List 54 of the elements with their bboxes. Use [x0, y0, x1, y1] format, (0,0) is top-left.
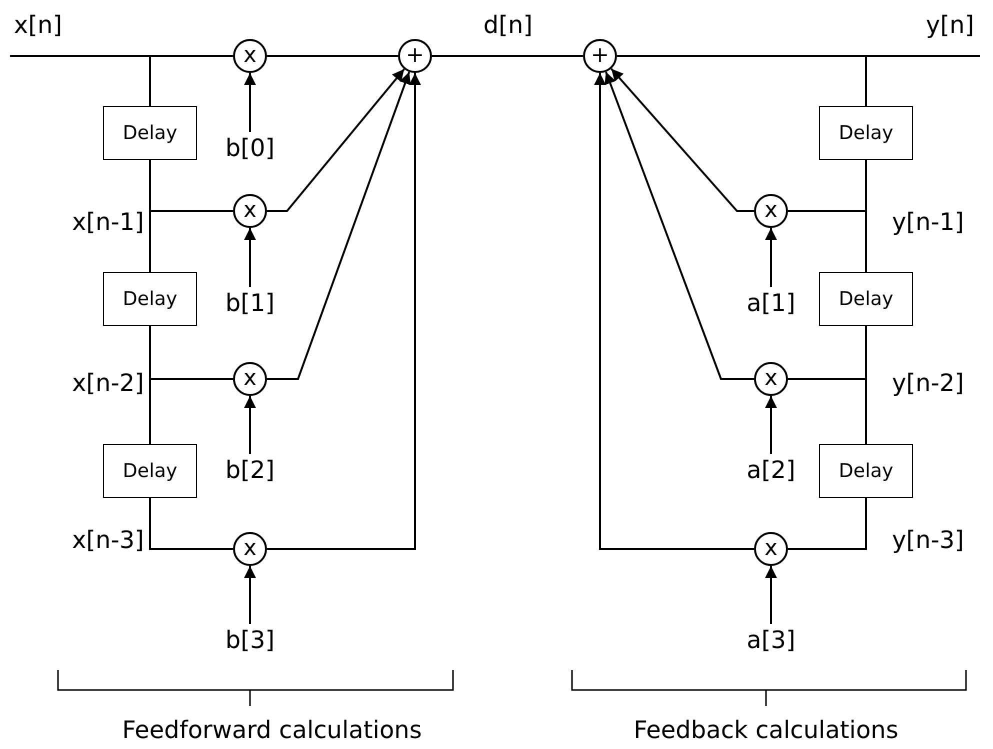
- delay-box: Delay: [103, 444, 197, 498]
- signal-label: y[n]: [926, 11, 974, 39]
- signal-label: x[n-2]: [72, 369, 144, 397]
- arrow: [765, 566, 777, 624]
- arrow: [765, 228, 777, 287]
- coefficient-label: b[2]: [219, 454, 281, 486]
- operator-circle: x: [233, 532, 267, 566]
- arrow: [604, 72, 754, 380]
- signal-line: [432, 55, 583, 57]
- coefficient-label: a[3]: [740, 624, 802, 656]
- arrow: [267, 73, 421, 550]
- signal-label: d[n]: [483, 11, 533, 39]
- signal-label: y[n-2]: [892, 369, 964, 397]
- delay-box: Delay: [103, 106, 197, 160]
- arrow: [244, 228, 256, 287]
- arrow: [594, 73, 754, 550]
- signal-line: [149, 160, 151, 272]
- signal-line: [788, 498, 867, 550]
- operator-circle: x: [754, 194, 788, 228]
- signal-label: x[n-1]: [72, 208, 144, 236]
- coefficient-label: a[1]: [740, 287, 802, 319]
- coefficient-label: b[3]: [219, 624, 281, 656]
- section-label: Feedback calculations: [634, 716, 898, 744]
- operator-circle: +: [583, 39, 617, 73]
- signal-line: [267, 55, 398, 57]
- operator-circle: x: [754, 532, 788, 566]
- operator-circle: x: [233, 39, 267, 73]
- delay-box: Delay: [819, 272, 913, 326]
- signal-label: y[n-3]: [892, 526, 964, 554]
- signal-line: [149, 498, 233, 550]
- coefficient-label: a[2]: [740, 454, 802, 486]
- arrow: [610, 68, 754, 212]
- arrow: [244, 566, 256, 624]
- delay-box: Delay: [819, 444, 913, 498]
- arrow: [267, 68, 405, 212]
- coefficient-label: b[1]: [219, 287, 281, 319]
- signal-label: x[n-3]: [72, 526, 144, 554]
- delay-box: Delay: [103, 272, 197, 326]
- signal-label: y[n-1]: [892, 208, 964, 236]
- arrow: [267, 72, 411, 380]
- operator-circle: x: [233, 194, 267, 228]
- arrow: [765, 396, 777, 454]
- operator-circle: +: [398, 39, 432, 73]
- coefficient-label: b[0]: [219, 132, 281, 164]
- signal-line: [10, 55, 151, 106]
- signal-line: [617, 55, 867, 106]
- signal-label: x[n]: [14, 11, 62, 39]
- delay-box: Delay: [819, 106, 913, 160]
- section-label: Feedforward calculations: [122, 716, 422, 744]
- arrow: [244, 73, 256, 132]
- arrow: [244, 396, 256, 454]
- signal-line: [865, 160, 867, 272]
- operator-circle: x: [754, 362, 788, 396]
- operator-circle: x: [233, 362, 267, 396]
